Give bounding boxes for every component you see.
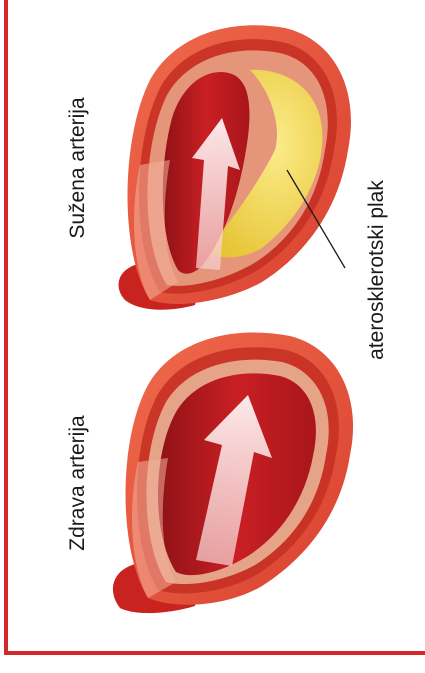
healthy-artery bbox=[113, 333, 353, 614]
narrowed-artery bbox=[119, 25, 351, 310]
healthy-artery-label: Zdrava arterija bbox=[66, 415, 90, 550]
narrowed-artery-label: Sužena arterija bbox=[66, 97, 90, 238]
plaque-label: aterosklerotski plak bbox=[365, 180, 389, 360]
